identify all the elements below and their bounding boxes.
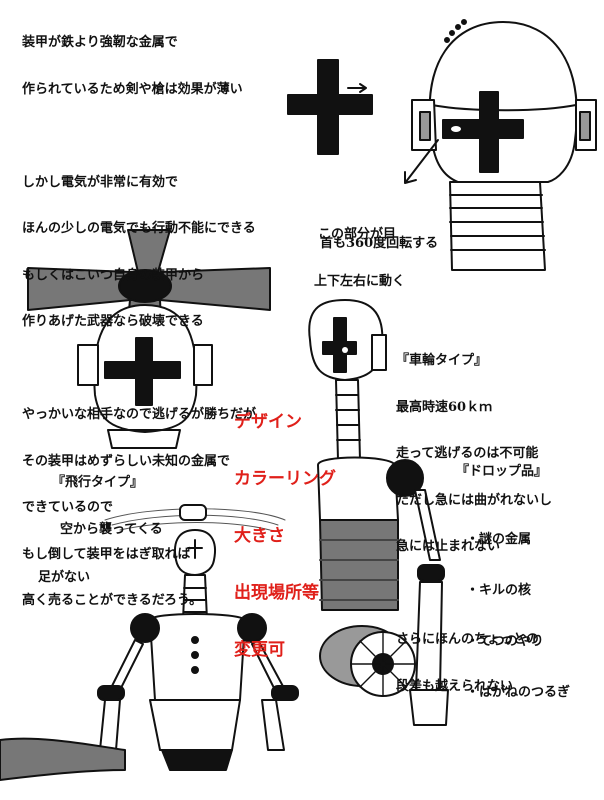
- large-robot-head: [404, 19, 597, 271]
- intro-line: その装甲はめずらしい未知の金属で: [22, 453, 231, 469]
- intro-line: できているので: [22, 500, 114, 515]
- eye-cross-detail: [287, 59, 373, 155]
- drop-items-list: ・謎の金属 ・キルの核 ・てつのやり ・はがねのつるぎ: [466, 497, 570, 718]
- flying-type-title: 『飛行タイプ』: [52, 475, 144, 490]
- wheel-line: ただし急には曲がれないし: [396, 492, 553, 508]
- drop-item: ・キルの核: [466, 583, 532, 598]
- wheel-line: 最高時速60ｋｍ: [396, 399, 493, 415]
- intro-line: もし倒して装甲をはぎ取れば: [22, 546, 191, 562]
- eye-note-line: 上下左右に動く: [314, 273, 406, 289]
- flying-type-robot: [27, 229, 271, 449]
- neck-note: 首も360度回転する: [320, 236, 439, 251]
- red-note-line: 変更可: [234, 640, 285, 660]
- wheel-line: 走って逃げるのは不可能: [396, 446, 539, 461]
- wheel-line: 段差も越えられない: [396, 678, 514, 694]
- drop-item: ・てつのやり: [466, 634, 544, 649]
- intro-text: 装甲が鉄より強靭な金属で 作られているため剣や槍は効果が薄い しかし電気が非常に…: [22, 4, 256, 624]
- intro-line: 高く売ることができるだろう。: [22, 593, 203, 608]
- wheel-line: さらにほんのちょっとの: [396, 632, 539, 647]
- intro-line: もしくはこいつ自身の装甲から: [22, 267, 205, 283]
- wheel-line: 急には止まれない: [396, 539, 501, 554]
- design-variation-note: デザイン カラーリング 大きさ 出現場所等 変更可: [234, 375, 336, 679]
- intro-line: 作られているため剣や槍は効果が薄い: [22, 81, 243, 97]
- flying-type-caption: 『飛行タイプ』 空から襲ってくる: [52, 444, 163, 553]
- drop-items-title: 『ドロップ品』: [456, 464, 548, 479]
- wheel-type-title: 『車輪タイプ』: [396, 353, 488, 368]
- red-note-line: デザイン: [234, 412, 302, 432]
- eye-note: この部分が目 上下左右に動く: [314, 196, 405, 305]
- wheel-type-caption: 『車輪タイプ』 最高時速60ｋｍ 走って逃げるのは不可能 ただし急には曲がれない…: [396, 322, 552, 710]
- wheel-type-robot: [308, 299, 449, 726]
- red-note-line: 大きさ: [234, 526, 285, 546]
- intro-line: やっかいな相手なので逃げるが勝ちだが: [22, 407, 257, 422]
- intro-line: 作りあげた武器なら破壊できる: [22, 314, 204, 329]
- eye-note-line: この部分が目: [318, 227, 397, 242]
- no-legs-caption: 足がない: [38, 570, 91, 585]
- intro-line: 装甲が鉄より強靭な金属で: [22, 35, 178, 50]
- intro-line: [22, 361, 256, 377]
- red-note-line: 出現場所等: [234, 583, 319, 603]
- intro-line: しかし電気が非常に有効で: [22, 174, 179, 190]
- red-note-line: カラーリング: [234, 469, 336, 489]
- drop-item: ・はがねのつるぎ: [466, 685, 571, 700]
- intro-line: ほんの少しの電気でも行動不能にできる: [22, 221, 256, 236]
- small-flying-robot: [0, 504, 299, 781]
- drop-item: ・謎の金属: [466, 532, 532, 547]
- flying-type-desc: 空から襲ってくる: [60, 521, 163, 537]
- intro-line: [22, 128, 256, 144]
